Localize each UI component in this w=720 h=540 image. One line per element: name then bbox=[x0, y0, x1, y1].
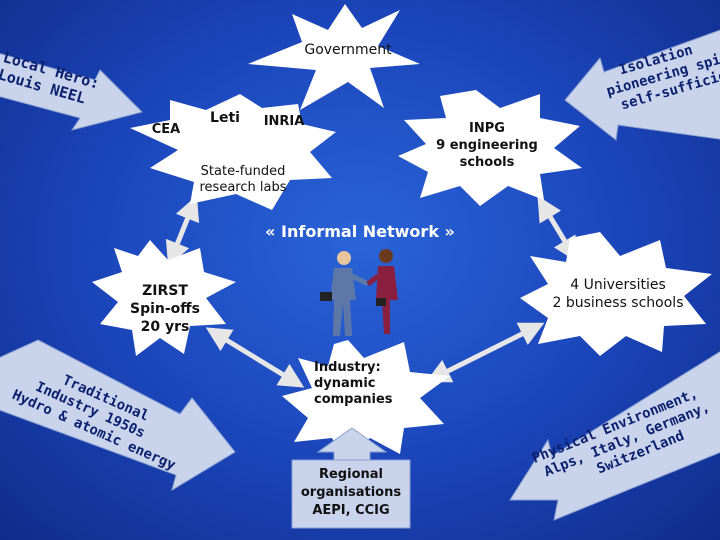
zirst-shape bbox=[92, 240, 236, 356]
informal-network-title: « Informal Network » bbox=[265, 222, 455, 241]
cea-label: CEA bbox=[151, 122, 181, 137]
regional-line-3: AEPI, CCIG bbox=[312, 503, 390, 518]
inria-label: INRIA bbox=[263, 114, 305, 129]
arrow-isolation bbox=[564, 29, 720, 141]
state-labs-shape bbox=[130, 94, 336, 210]
industry-line-2: dynamic bbox=[314, 376, 376, 391]
inpg-line-2: 9 engineering bbox=[436, 138, 538, 153]
regional-line-1: Regional bbox=[318, 467, 383, 482]
industry-label: Industry: dynamic companies bbox=[314, 360, 414, 408]
universities-label: 4 Universities 2 business schools bbox=[530, 276, 706, 312]
inpg-line-3: schools bbox=[459, 155, 515, 170]
connector-labs-to-zirst bbox=[165, 195, 200, 267]
inpg-line-1: INPG bbox=[469, 121, 505, 136]
arrow-local-hero bbox=[0, 53, 143, 131]
regional-line-2: organisations bbox=[300, 485, 402, 500]
inpg-shape bbox=[398, 90, 582, 206]
arrow-environment bbox=[509, 351, 720, 521]
connector-universities-to-industry bbox=[425, 322, 545, 383]
regional-box bbox=[291, 459, 411, 529]
regional-label: Regional organisations AEPI, CCIG bbox=[292, 466, 410, 520]
connector-zirst-to-industry bbox=[205, 327, 305, 388]
industry-line-1: Industry: bbox=[314, 360, 381, 375]
universities-shape bbox=[520, 232, 712, 356]
universities-line-2: 2 business schools bbox=[552, 295, 684, 311]
state-labs-line-2: research labs bbox=[199, 180, 287, 195]
zirst-label: ZIRST Spin-offs 20 yrs bbox=[110, 282, 220, 336]
industry-line-3: companies bbox=[314, 392, 393, 407]
universities-line-1: 4 Universities bbox=[570, 277, 666, 293]
industry-shape bbox=[282, 340, 450, 460]
zirst-line-3: 20 yrs bbox=[140, 319, 190, 335]
arrow-traditional-industry bbox=[0, 339, 236, 492]
government-label: Government bbox=[304, 42, 392, 58]
state-labs-line-1: State-funded bbox=[200, 164, 286, 179]
zirst-line-1: ZIRST bbox=[142, 283, 188, 299]
handshake-icon bbox=[320, 249, 398, 336]
government-star-shape bbox=[248, 4, 420, 110]
state-labs-label: State-funded research labs bbox=[178, 164, 308, 196]
leti-label: Leti bbox=[210, 110, 240, 126]
zirst-line-2: Spin-offs bbox=[130, 301, 200, 317]
inpg-label: INPG 9 engineering schools bbox=[412, 120, 562, 171]
